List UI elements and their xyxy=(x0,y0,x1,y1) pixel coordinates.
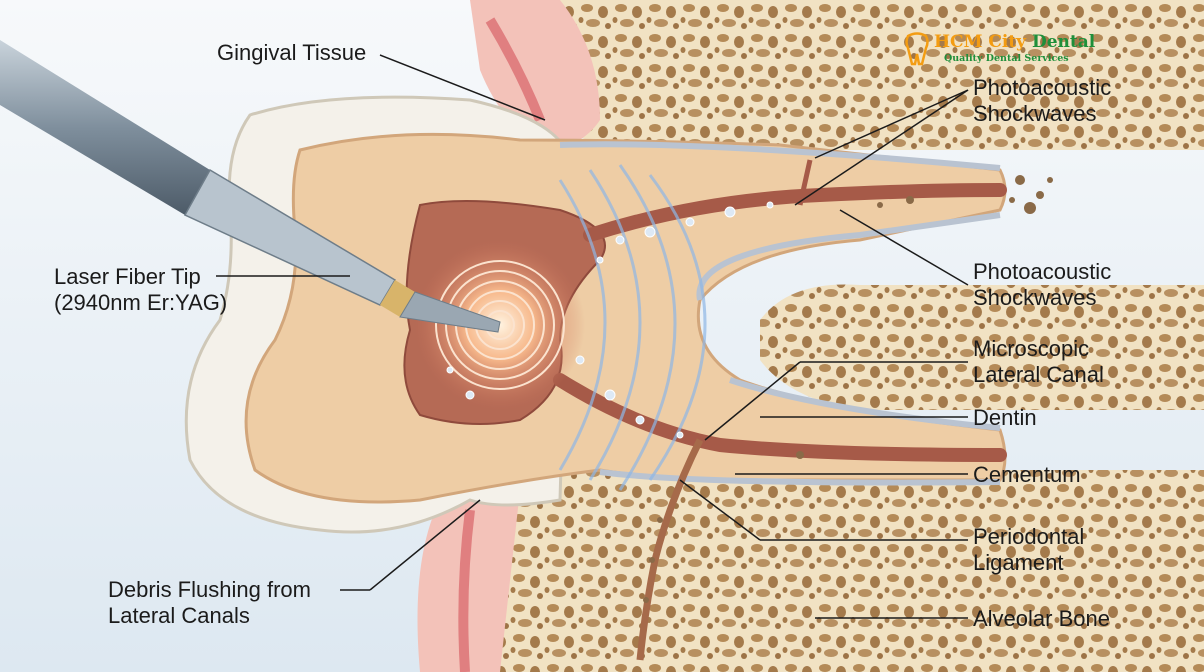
ligament-lower-root xyxy=(729,377,1001,431)
label-debris-line2: Lateral Canals xyxy=(108,603,250,628)
alveolar-bone-lower xyxy=(440,470,1204,672)
label-gingival-tissue: Gingival Tissue xyxy=(217,40,366,66)
label-photoacoustic-top-line1: Photoacoustic xyxy=(973,75,1112,100)
lateral-canal-upper xyxy=(797,159,813,206)
label-gingival-tissue-text: Gingival Tissue xyxy=(217,40,367,65)
bubbles xyxy=(446,201,774,439)
label-photoacoustic-mid-line1: Photoacoustic xyxy=(973,259,1112,284)
label-laser-fiber-tip: Laser Fiber Tip (2940nm Er:YAG) xyxy=(54,264,227,316)
label-laser-fiber-line1: Laser Fiber Tip xyxy=(54,264,201,289)
brand-name: HCM City Dental xyxy=(934,32,1095,52)
laser-fiber-tip xyxy=(399,291,501,333)
label-debris-line1: Debris Flushing from xyxy=(108,577,311,602)
gingiva-lower-inner xyxy=(458,509,475,672)
label-periodontal-line1: Periodontal xyxy=(973,524,1085,549)
label-microscopic-line2: Lateral Canal xyxy=(973,362,1104,387)
alveolar-bone-middle xyxy=(760,284,1204,410)
leader-lines xyxy=(216,54,969,619)
label-debris-flushing: Debris Flushing from Lateral Canals xyxy=(108,577,311,629)
label-cementum: Cementum xyxy=(973,462,1081,488)
label-photoacoustic-top-line2: Shockwaves xyxy=(973,101,1097,126)
ligament-upper-root xyxy=(559,141,1001,171)
brand-logo: HCM City Dental Quality Dental Services xyxy=(902,30,1095,70)
shockwave-arcs xyxy=(558,164,707,491)
label-laser-fiber-line2: (2940nm Er:YAG) xyxy=(54,290,228,315)
laser-glow xyxy=(415,240,585,410)
lateral-canal-lower xyxy=(636,438,704,661)
label-alveolar-bone: Alveolar Bone xyxy=(973,606,1110,632)
gingiva-upper-inner xyxy=(485,17,545,122)
label-dentin-text: Dentin xyxy=(973,405,1037,430)
brand-name-part2: Dental xyxy=(1031,32,1096,52)
label-cementum-text: Cementum xyxy=(973,462,1081,487)
label-photoacoustic-mid: Photoacoustic Shockwaves xyxy=(973,259,1111,311)
brand-name-part1: HCM City xyxy=(934,32,1027,52)
label-periodontal-ligament: Periodontal Ligament xyxy=(973,524,1084,576)
fiber-cable xyxy=(0,40,210,215)
label-photoacoustic-mid-line2: Shockwaves xyxy=(973,285,1097,310)
label-dentin: Dentin xyxy=(973,405,1037,431)
debris-particles xyxy=(643,175,1053,603)
alveolar-bone-upper xyxy=(500,0,1204,150)
label-microscopic-lateral-canal: Microscopic Lateral Canal xyxy=(973,336,1104,388)
fiber-collar xyxy=(380,280,415,317)
label-microscopic-line1: Microscopic xyxy=(973,336,1090,361)
root-canal-lower xyxy=(553,373,1007,462)
root-canal-upper xyxy=(583,183,1007,242)
brand-tagline: Quality Dental Services xyxy=(944,53,1069,64)
label-alveolar-bone-text: Alveolar Bone xyxy=(973,606,1110,631)
label-periodontal-line2: Ligament xyxy=(973,550,1064,575)
label-photoacoustic-top: Photoacoustic Shockwaves xyxy=(973,75,1111,127)
tooth-logo-icon xyxy=(905,32,929,66)
